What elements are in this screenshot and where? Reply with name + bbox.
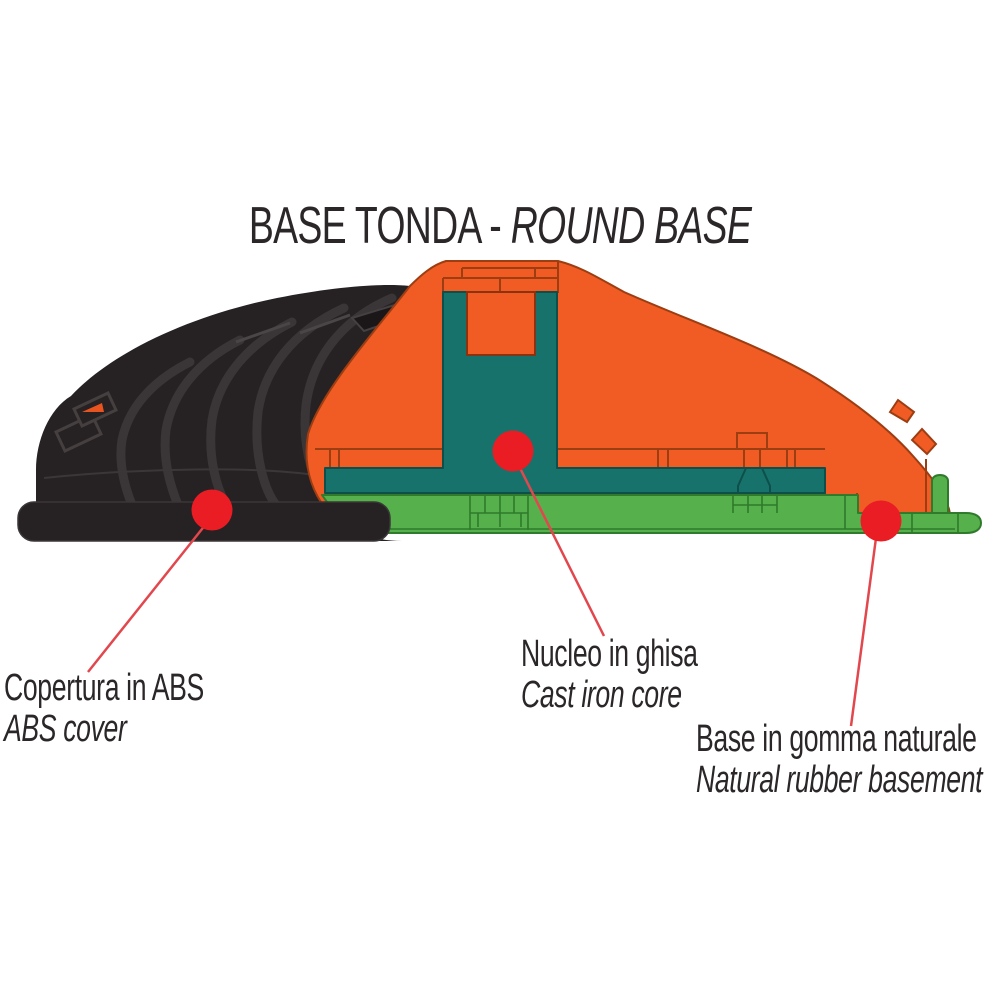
screw-boss [736, 432, 768, 450]
edge-notch [888, 398, 916, 424]
rubber-base-lines [370, 495, 959, 533]
edge-notch [910, 427, 938, 456]
marker-dot-cast-iron-core [492, 430, 534, 472]
plateau-brick-lines [442, 262, 559, 293]
callout-cast-iron-core-it: Nucleo in ghisa [521, 633, 698, 675]
seam-line [43, 468, 323, 479]
rubber-lip [931, 474, 949, 514]
clip-accent [82, 403, 104, 412]
vent-line [299, 313, 351, 335]
title-main: BASE TONDA - [248, 197, 502, 255]
callout-rubber-base-it: Base in gomma naturale [696, 718, 977, 760]
leader-line-cast-iron-core [517, 465, 606, 637]
page-title: BASE TONDA - ROUND BASE [140, 198, 860, 254]
cast-iron-core-shape [324, 291, 826, 494]
base-line [470, 512, 528, 527]
leader-line-abs-cover [87, 523, 207, 673]
base-line [911, 513, 959, 533]
callout-cast-iron-core-en: Cast iron core [521, 674, 682, 716]
base-line [732, 495, 778, 513]
abs-cover-shape [36, 285, 410, 541]
cast-iron-core-group [324, 291, 826, 494]
callout-abs-cover: Copertura in ABS ABS cover [4, 668, 204, 750]
callout-abs-cover-en: ABS cover [4, 708, 127, 750]
marker-dot-rubber-base [860, 500, 902, 542]
rib-line [206, 317, 297, 510]
leader-line-rubber-base [849, 537, 878, 727]
countersink-lines [737, 467, 771, 493]
callout-abs-cover-it: Copertura in ABS [4, 667, 204, 709]
core-slot [466, 291, 536, 356]
abs-cover-group [36, 285, 410, 541]
rib-line [160, 335, 245, 510]
title-italic: ROUND BASE [510, 197, 752, 255]
vent-line [235, 321, 291, 344]
callout-rubber-base-en: Natural rubber basement [696, 759, 983, 801]
callout-cast-iron-core: Nucleo in ghisa Cast iron core [521, 634, 698, 716]
markers-group [87, 430, 902, 727]
flange-lines [315, 448, 825, 468]
marker-dot-abs-cover [191, 489, 233, 531]
callout-rubber-base: Base in gomma naturale Natural rubber ba… [696, 718, 983, 801]
rib-line [116, 357, 195, 510]
